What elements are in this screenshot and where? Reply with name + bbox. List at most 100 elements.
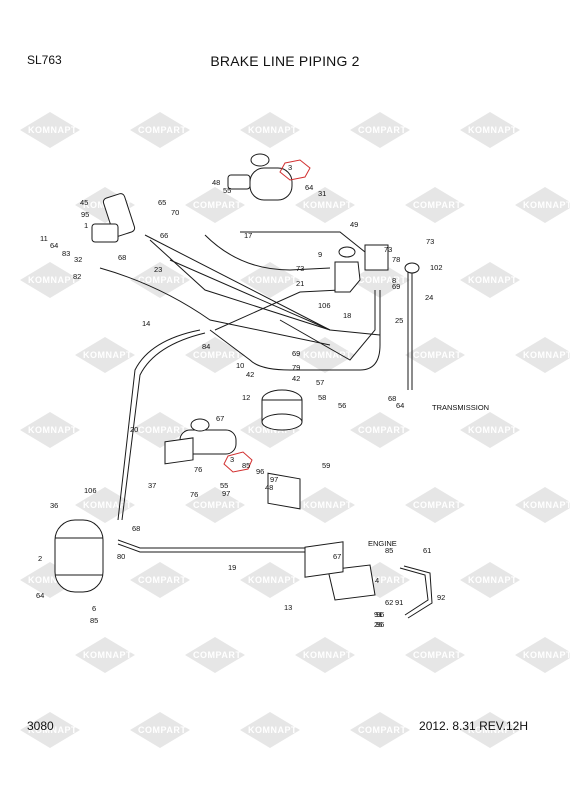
part-number-label: 64 <box>305 183 313 192</box>
watermark-diamond <box>130 712 190 748</box>
watermark-text: KOMNAPT <box>523 200 570 210</box>
watermark-diamond <box>130 562 190 598</box>
watermark-text: KOMNAPT <box>523 350 570 360</box>
watermark-text: COMPART <box>138 275 186 285</box>
part-number-label: 56 <box>338 401 346 410</box>
revision-date: 2012. 8.31 REV.12H <box>419 719 528 733</box>
watermark-diamond <box>460 112 520 148</box>
part-number-label: 65 <box>158 198 166 207</box>
watermark-text: COMPART <box>193 500 241 510</box>
watermark-diamond <box>460 562 520 598</box>
watermark-text: KOMNAPT <box>248 725 297 735</box>
pipe-21 <box>214 289 341 331</box>
watermark-text: COMPART <box>193 650 241 660</box>
part-number-label: 82 <box>73 272 81 281</box>
part-number-label: 12 <box>242 393 250 402</box>
watermark-diamond <box>460 712 520 748</box>
part-102 <box>404 262 420 274</box>
part-number-label: 31 <box>318 189 326 198</box>
watermark-diamond <box>185 187 245 223</box>
watermark-diamond <box>185 487 245 523</box>
part-number-label: 20 <box>130 425 138 434</box>
pipe-23 <box>99 267 331 346</box>
part-number-label: 96 <box>256 467 264 476</box>
part-number-label: 23 <box>154 265 162 274</box>
part-number-label: 6 <box>92 604 96 613</box>
part-number-label: 4 <box>375 576 379 585</box>
pipe-20 <box>117 329 201 521</box>
part-number-label: 55 <box>223 186 231 195</box>
watermark-text: KOMNAPT <box>248 125 297 135</box>
note-transmission: TRANSMISSION <box>432 403 489 412</box>
watermark-diamond <box>240 562 300 598</box>
part-number-label: 85 <box>90 616 98 625</box>
valve-8 <box>364 244 389 271</box>
part-number-label: 42 <box>246 370 254 379</box>
watermark-diamond <box>240 712 300 748</box>
watermark-text: COMPART <box>413 500 461 510</box>
watermark-text: COMPART <box>358 125 406 135</box>
part-number-label: 83 <box>62 249 70 258</box>
part-number-label: 66 <box>160 231 168 240</box>
page-number: 3080 <box>27 719 54 733</box>
watermark-text: KOMNAPT <box>28 575 77 585</box>
part-number-label: 19 <box>228 563 236 572</box>
part-number-label: 73 <box>426 237 434 246</box>
watermark-diamond <box>515 487 570 523</box>
part-number-label: 97 <box>222 489 230 498</box>
pipe-lines <box>99 231 433 619</box>
brake-cylinder-top <box>249 167 293 201</box>
watermark-text: KOMNAPT <box>28 725 77 735</box>
part-number-label: 85 <box>385 546 393 555</box>
pipe-18 <box>279 290 376 361</box>
watermark-diamond <box>295 187 355 223</box>
watermark-diamond <box>350 412 410 448</box>
pipe-25 <box>209 290 381 371</box>
part-number-label: 96 <box>376 610 384 619</box>
pipe-26 <box>399 567 429 616</box>
part-number-label: 37 <box>148 481 156 490</box>
watermark-diamond <box>75 637 135 673</box>
watermark-diamond <box>460 412 520 448</box>
part-number-label: 62 <box>385 598 393 607</box>
watermark-text: KOMNAPT <box>303 500 352 510</box>
watermark-text: KOMNAPT <box>523 500 570 510</box>
part-number-label: 68 <box>132 524 140 533</box>
watermark-text: COMPART <box>413 650 461 660</box>
components <box>54 153 420 601</box>
watermark-diamond <box>405 487 465 523</box>
watermark-diamond <box>130 412 190 448</box>
watermark-text: KOMNAPT <box>248 575 297 585</box>
bracket-13 <box>304 541 344 578</box>
watermark-diamond <box>350 112 410 148</box>
watermark-layer: KOMNAPT COMPART KOMNAPT COMPART KOMNAPT KOMNA… <box>20 112 570 748</box>
part-number-label: 57 <box>316 378 324 387</box>
part-number-label: 64 <box>36 591 44 600</box>
part-number-label: 68 <box>118 253 126 262</box>
watermark-text: KOMNAPT <box>83 350 132 360</box>
part-number-label: 64 <box>396 401 404 410</box>
part-number-label: 102 <box>430 263 443 272</box>
part-number-label: 13 <box>284 603 292 612</box>
part-number-label: 96 <box>376 620 384 629</box>
watermark-text: COMPART <box>358 425 406 435</box>
part-number-label: 49 <box>350 220 358 229</box>
watermark-text: KOMNAPT <box>468 425 517 435</box>
watermark-text: COMPART <box>358 275 406 285</box>
watermark-diamond <box>130 262 190 298</box>
part-number-label: 80 <box>117 552 125 561</box>
part-number-label: 1 <box>84 221 88 230</box>
watermark-diamond <box>240 262 300 298</box>
pipe-17 <box>144 234 331 331</box>
part-number-label: 67 <box>216 414 224 423</box>
valve-9 <box>334 261 361 293</box>
part-number-label: 64 <box>50 241 58 250</box>
watermark-text: KOMNAPT <box>83 500 132 510</box>
watermark-diamond <box>20 712 80 748</box>
callout-hex-lower <box>223 451 253 473</box>
part-number-label: 3 <box>288 163 292 172</box>
part-number-label: 78 <box>392 255 400 264</box>
note-engine: ENGINE <box>368 539 397 548</box>
watermark-text: KOMNAPT <box>468 575 517 585</box>
